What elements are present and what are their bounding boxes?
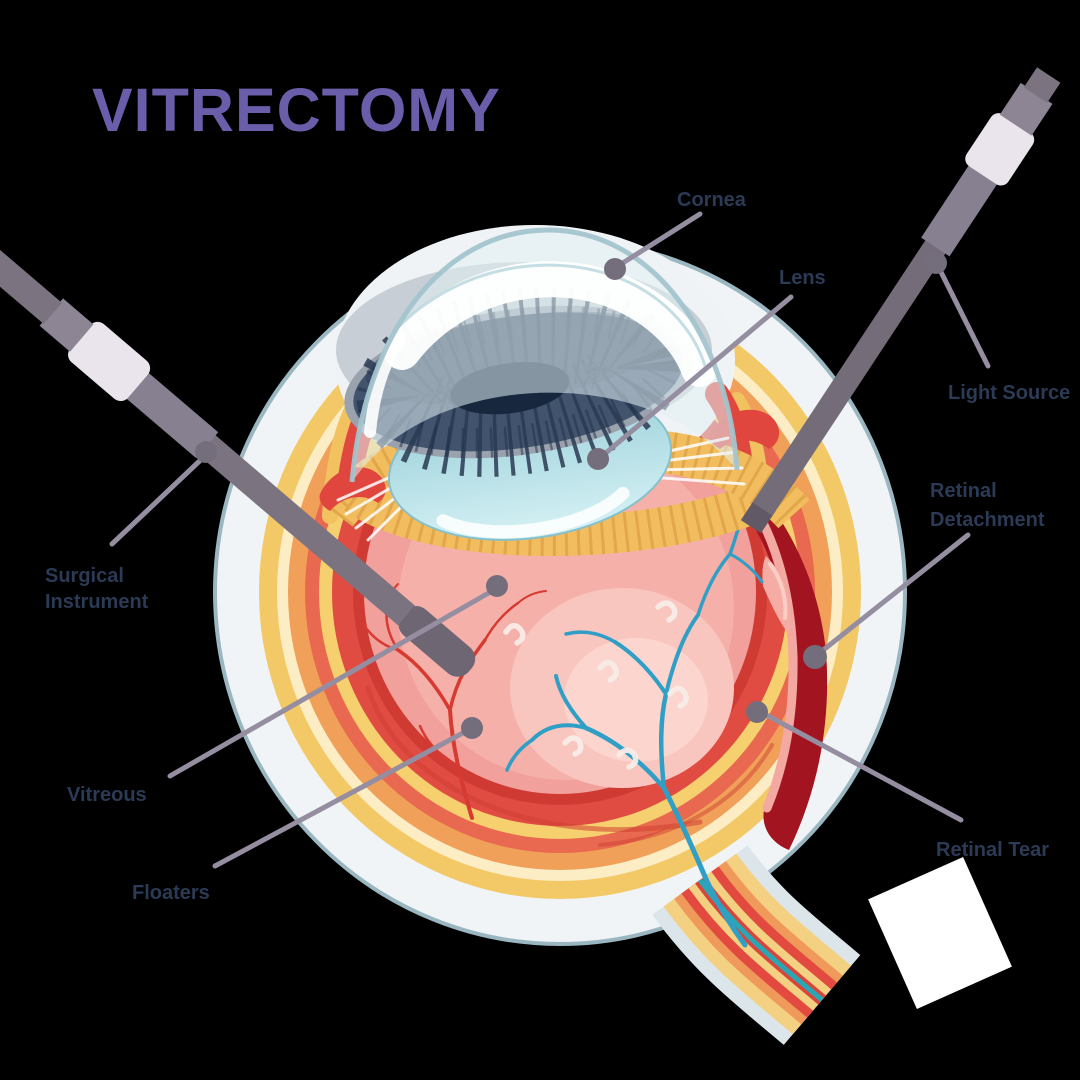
light-source-leader-line bbox=[935, 263, 991, 369]
lens-leader-line bbox=[598, 294, 794, 460]
light-source-shaft bbox=[752, 238, 947, 516]
surgical-instrument-leader-dot bbox=[195, 441, 217, 463]
vitreous-leader-line bbox=[167, 584, 502, 779]
retinal-tear-leader-dot bbox=[746, 701, 768, 723]
surgical-instrument-label-line1: Surgical bbox=[45, 565, 124, 587]
retinal-tear-label: Retinal Tear bbox=[936, 839, 1049, 861]
surgical-instrument-leader-line bbox=[109, 450, 211, 547]
light-source-collar bbox=[965, 113, 1035, 186]
light-source-handle bbox=[1023, 67, 1061, 103]
light-source-barrel bbox=[921, 164, 998, 257]
cornea-dome bbox=[349, 227, 740, 483]
blue-vessels bbox=[505, 482, 764, 948]
vitreous-leader-dot bbox=[486, 575, 508, 597]
retina-contour-lines bbox=[365, 685, 774, 847]
surgical-instrument-tool bbox=[0, 197, 476, 677]
cornea-leader-dot bbox=[604, 258, 626, 280]
light-source-label: Light Source bbox=[948, 382, 1070, 404]
cornea-outline bbox=[349, 227, 740, 483]
surgical-instrument-tip bbox=[398, 606, 476, 677]
lens-leader-dot bbox=[587, 448, 609, 470]
vitreous-label: Vitreous bbox=[67, 784, 147, 806]
retinal-detachment-leader-dot bbox=[803, 645, 827, 669]
page-title: VITRECTOMY bbox=[92, 76, 501, 144]
floaters-leader-dot bbox=[461, 717, 483, 739]
cornea-leader-line bbox=[615, 211, 703, 269]
white-patch bbox=[868, 857, 1012, 1009]
floaters-label: Floaters bbox=[132, 882, 210, 904]
annotation-labels: Cornea Lens Light Source Retinal Detachm… bbox=[45, 189, 1070, 904]
cornea-inner-line bbox=[388, 263, 707, 367]
lens-label: Lens bbox=[779, 267, 826, 289]
cornea-left-highlight bbox=[364, 334, 406, 438]
surgical-instrument-label-line2: Instrument bbox=[45, 591, 149, 613]
surgical-instrument-collar bbox=[68, 321, 151, 402]
leader-dots bbox=[195, 252, 947, 739]
light-source-leader-dot bbox=[925, 252, 947, 274]
floaters-squiggles bbox=[503, 600, 689, 770]
retinal-detachment-label-line1: Retinal bbox=[930, 480, 997, 502]
lens-highlight bbox=[436, 486, 630, 539]
cornea-label: Cornea bbox=[677, 189, 747, 211]
surgical-instrument-shaft bbox=[197, 434, 415, 626]
floaters-leader-line bbox=[212, 724, 477, 869]
cornea-highlight bbox=[384, 261, 717, 387]
surgical-instrument-handle bbox=[0, 197, 62, 325]
leader-lines bbox=[109, 211, 991, 869]
retinal-tear-leader-line bbox=[756, 708, 964, 823]
surgical-instrument-barrel bbox=[126, 372, 219, 459]
detached-retina-edge bbox=[749, 501, 798, 813]
retinal-detachment-leader-line bbox=[814, 532, 971, 658]
retinal-detachment-label-line2: Detachment bbox=[930, 509, 1045, 531]
retina-fold-highlight bbox=[768, 562, 788, 620]
subretinal-space bbox=[746, 480, 828, 850]
retinal-detachment-area bbox=[746, 480, 828, 850]
light-source-tool bbox=[740, 67, 1061, 534]
